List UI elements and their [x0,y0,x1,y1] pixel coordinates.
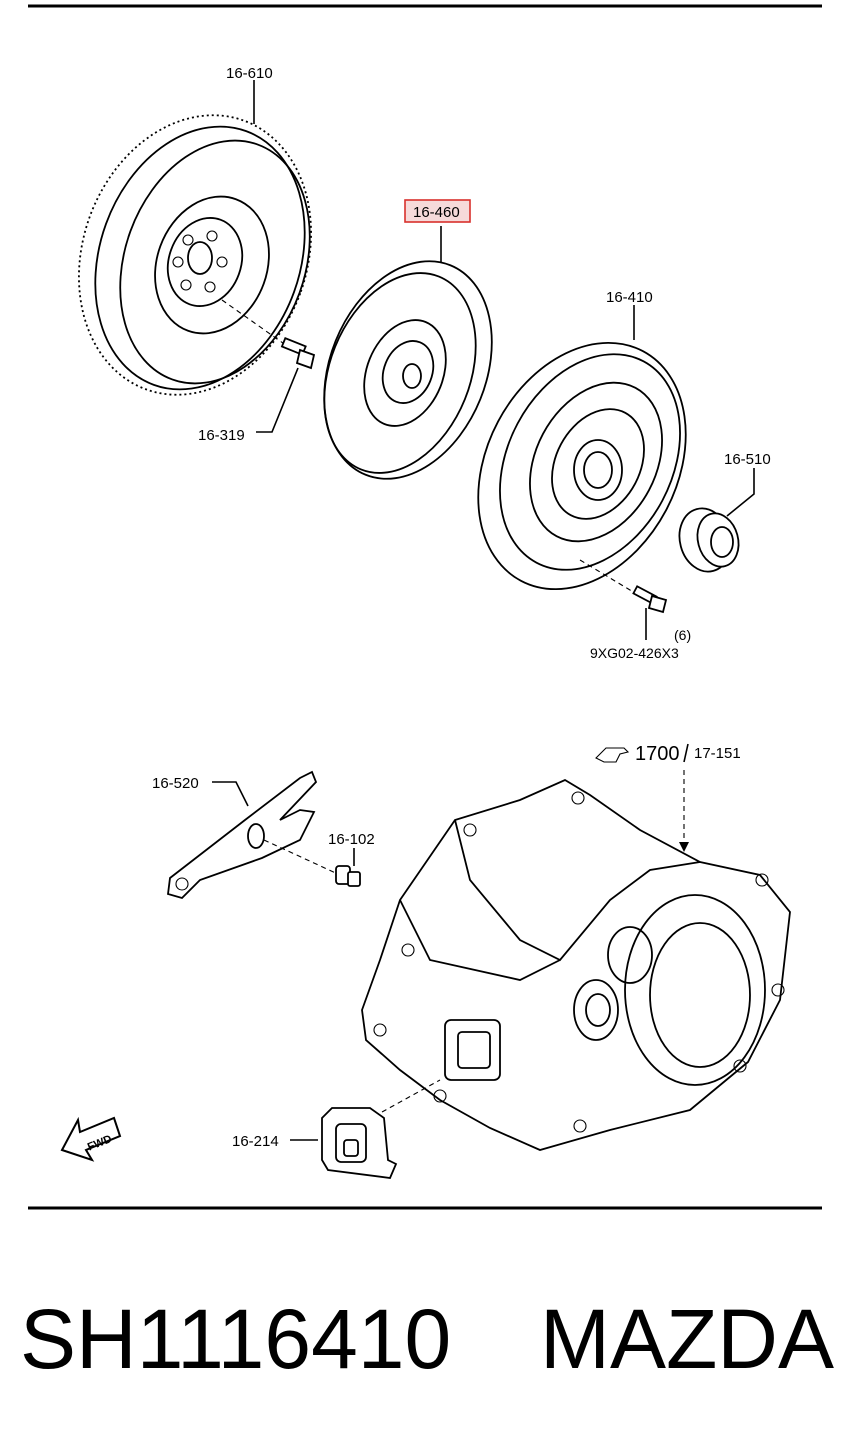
pivot-pin-part[interactable] [335,865,361,887]
brand-caption: MAZDA [540,1292,834,1386]
release-bearing-part[interactable] [673,503,745,578]
clutch-cover-part[interactable] [437,307,727,626]
flywheel-part[interactable] [41,82,349,427]
highlight-box [404,199,471,223]
flywheel-label: 16-610 [226,65,273,82]
transaxle-sub-label: 17-151 [694,745,741,762]
clutch-disc-label[interactable]: 16-460 [413,204,460,221]
release-fork-label: 16-520 [152,775,199,792]
boot-part[interactable] [321,1107,398,1179]
release-bearing-label: 16-510 [724,451,771,468]
cover-bolt-label: 9XG02-426X3 [590,645,679,661]
ref-pointer-icon [595,747,630,763]
flywheel-bolt-label: 16-319 [198,427,245,444]
part-number-caption: SH1116410 [20,1292,451,1386]
flywheel-bolt-part[interactable] [280,336,316,370]
release-fork-part[interactable] [167,770,318,900]
boot-label: 16-214 [232,1133,279,1150]
pivot-pin-label: 16-102 [328,831,375,848]
clutch-cover-label: 16-410 [606,289,653,306]
transaxle-case-part[interactable] [361,778,791,1151]
cover-bolt-qty-label: (6) [674,627,691,643]
cover-bolt-part[interactable] [632,585,668,614]
clutch-disc-part[interactable] [293,236,522,504]
transaxle-ref-label: 1700 [635,743,680,765]
fwd-arrow-icon: FWD [60,1116,122,1162]
